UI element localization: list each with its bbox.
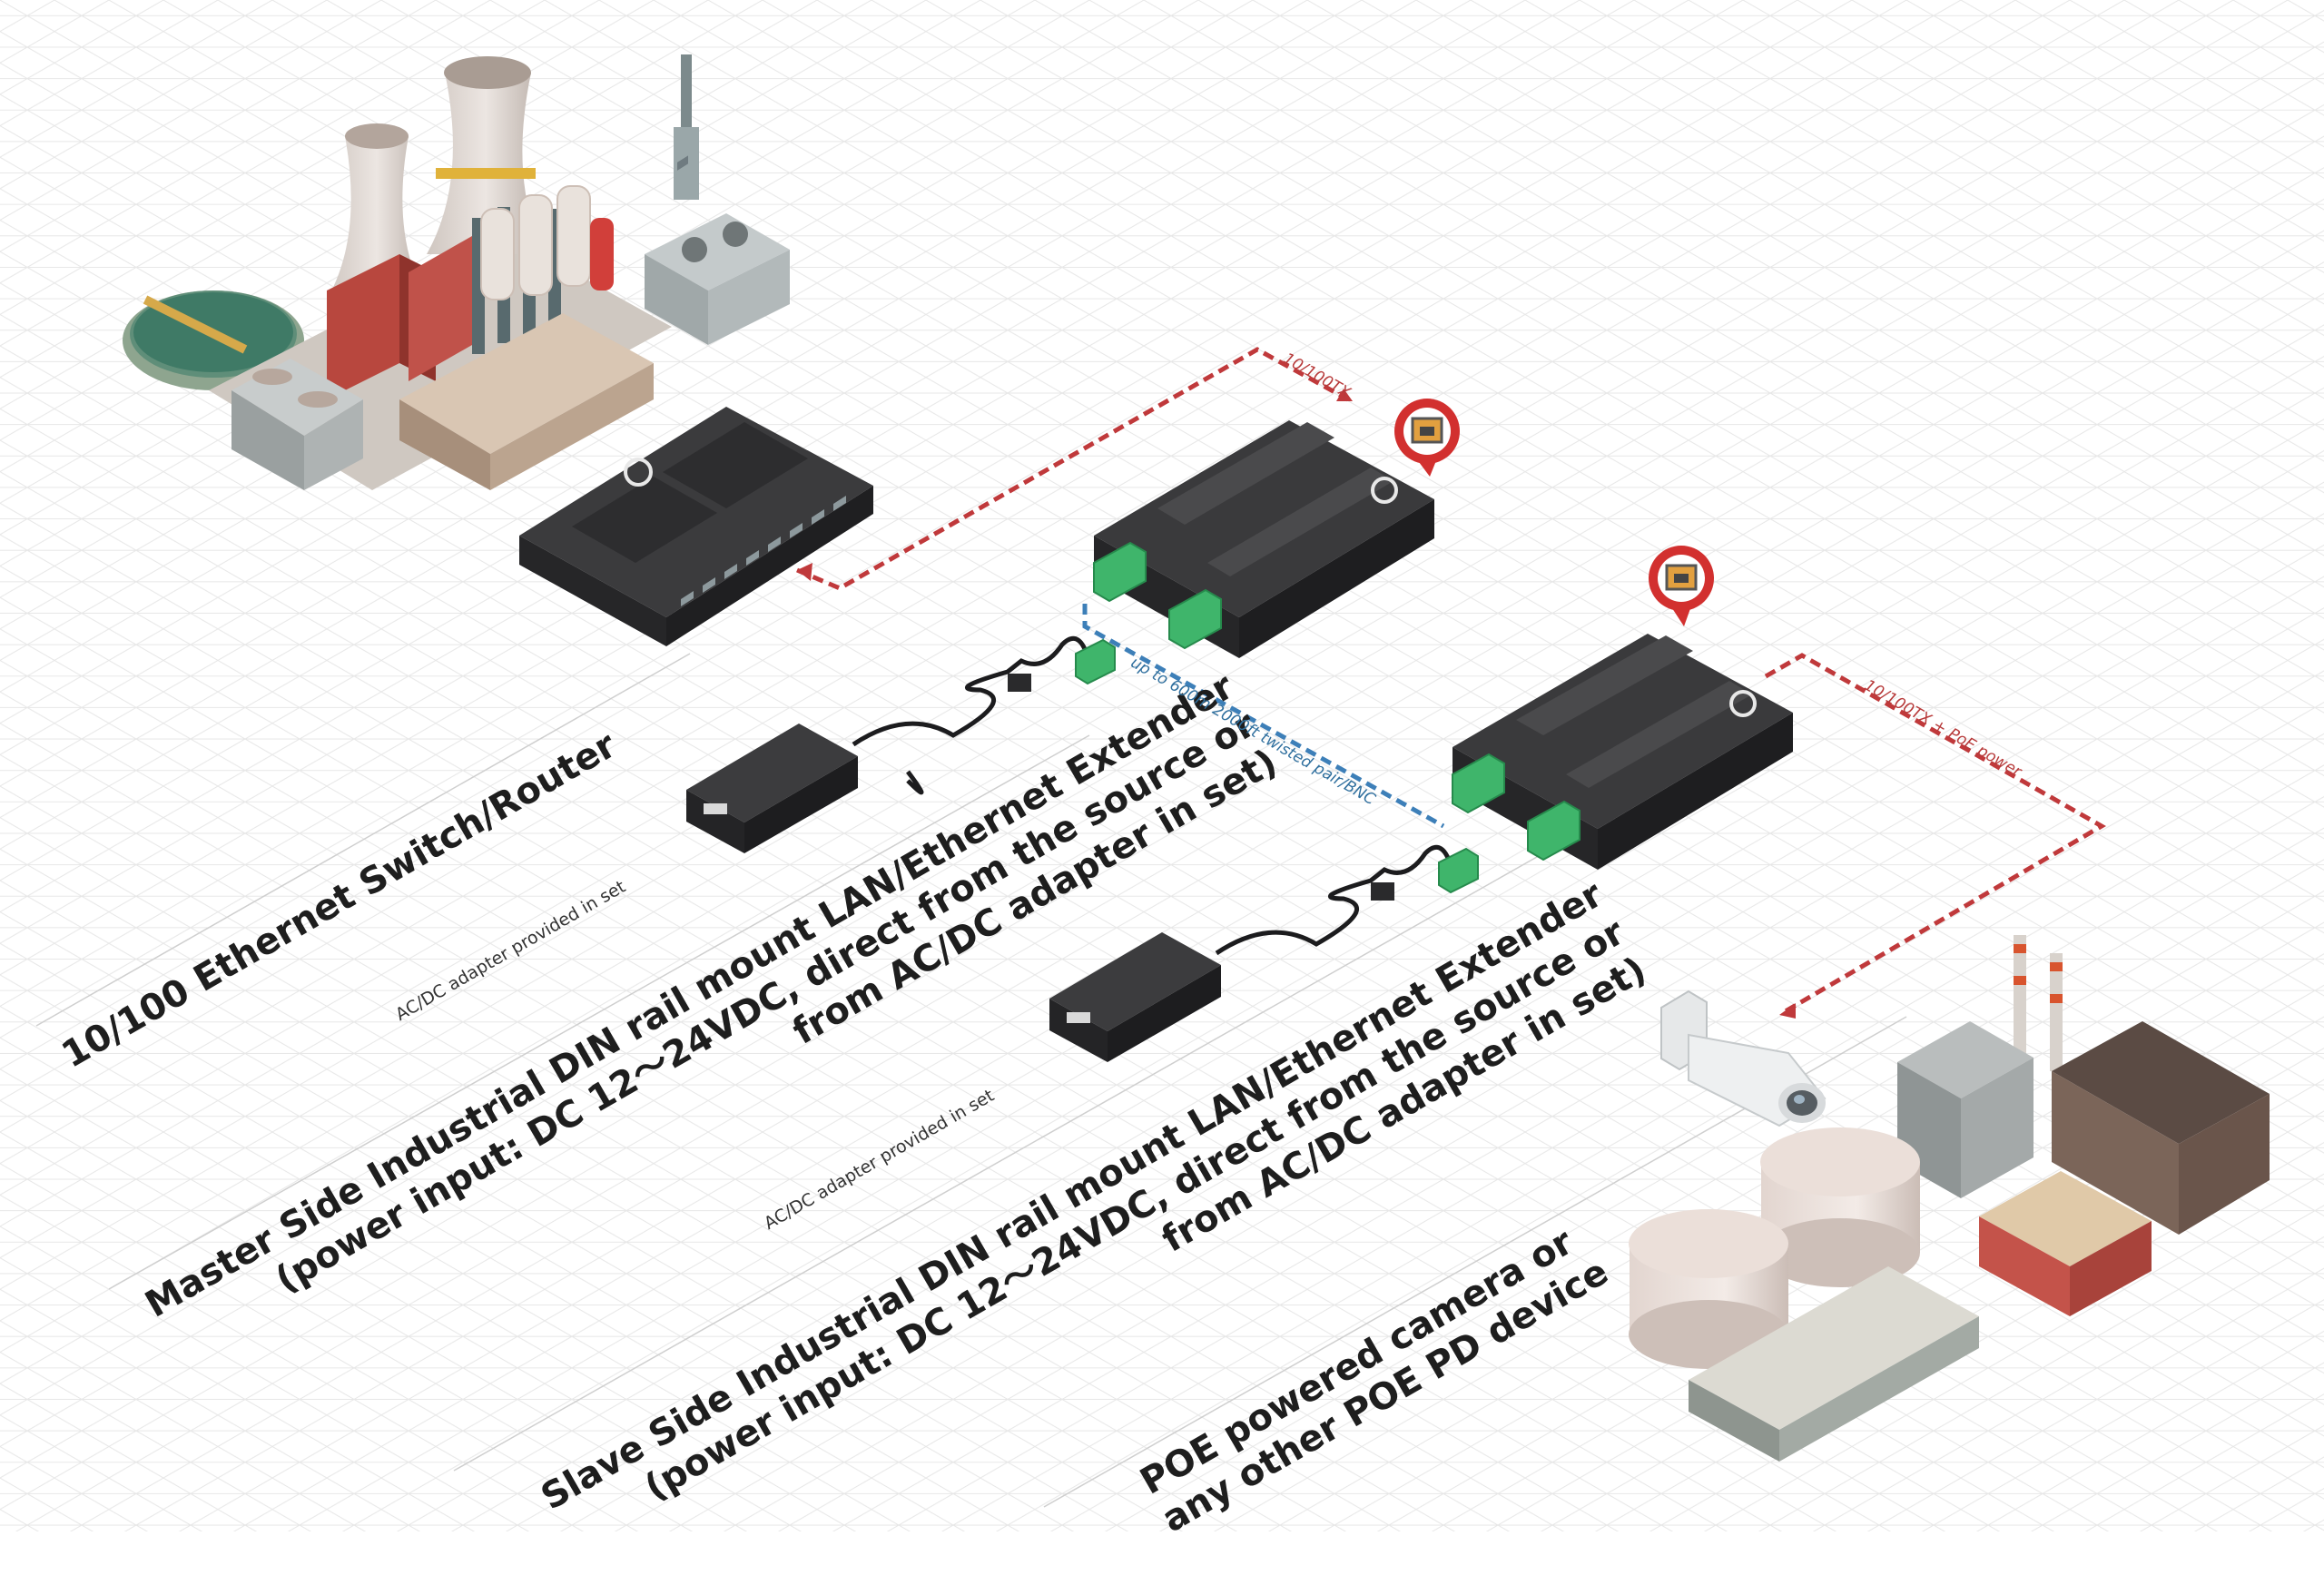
link-top-line bbox=[796, 347, 1350, 591]
ac-dc-adapter-icon-master bbox=[686, 635, 1116, 853]
guide-lines bbox=[35, 653, 1907, 1508]
diagram-stage: 10/100 Ethernet Switch/Router AC/DC adap… bbox=[0, 0, 2324, 1541]
rj45-port-icon-master bbox=[1394, 399, 1460, 477]
ethernet-switch-icon[interactable] bbox=[519, 155, 873, 646]
slave-terminal-blocks bbox=[1452, 753, 1581, 861]
master-terminal-blocks bbox=[1093, 541, 1222, 650]
link-right-line bbox=[1764, 653, 2106, 1015]
ac-dc-adapter-icon-slave bbox=[1049, 844, 1479, 1062]
rj45-port-icon-slave bbox=[1649, 546, 1714, 626]
switch-ports bbox=[681, 496, 846, 606]
master-extender-icon[interactable] bbox=[1093, 420, 1434, 658]
link-right-arrowhead bbox=[1779, 1003, 1796, 1019]
power-plant-icon bbox=[123, 54, 790, 490]
poe-camera-icon[interactable] bbox=[1660, 989, 1827, 1127]
link-middle-line bbox=[1082, 604, 1445, 829]
diagram-canvas bbox=[0, 0, 2324, 1531]
slave-extender-icon[interactable] bbox=[1452, 634, 1793, 870]
link-top-arrowhead-end bbox=[1336, 389, 1353, 401]
link-top-arrowhead bbox=[797, 563, 812, 581]
factory-icon bbox=[1629, 935, 2270, 1462]
